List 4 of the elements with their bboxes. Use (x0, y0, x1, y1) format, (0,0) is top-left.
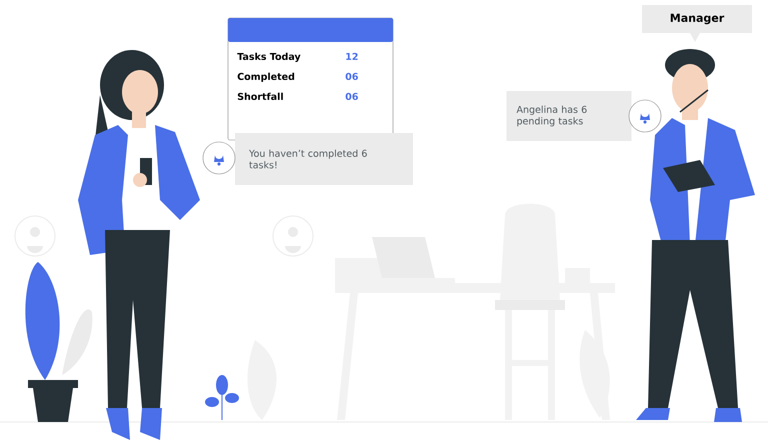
name-tag: Manager (642, 5, 752, 42)
notification-bubble: You haven’t completed 6 tasks! (235, 133, 413, 185)
task-card: Tasks Today 12 Completed 06 Shortfall 06 (228, 18, 394, 140)
notification-bubble: Angelina has 6 pending tasks (506, 91, 632, 141)
